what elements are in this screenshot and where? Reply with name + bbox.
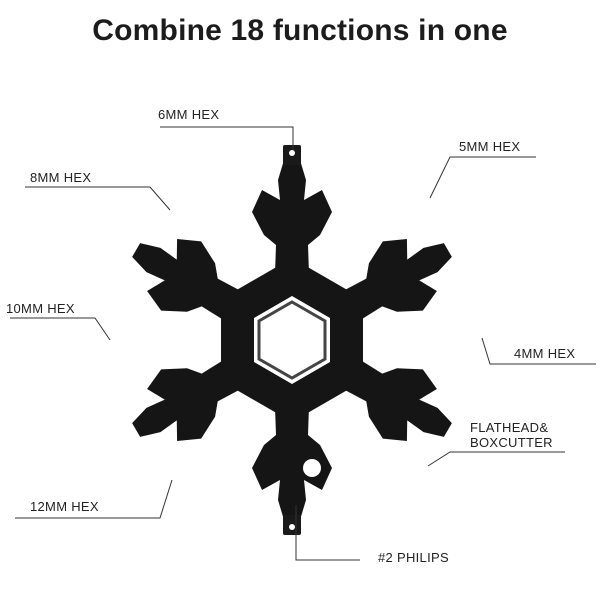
label-8mm-hex: 8MM HEX — [30, 170, 92, 185]
label-flathead-line2: BOXCUTTER — [470, 435, 553, 450]
label-5mm-hex: 5MM HEX — [459, 139, 521, 154]
label-4mm-hex: 4MM HEX — [514, 346, 576, 361]
label-flathead-line1: FLATHEAD& — [470, 420, 549, 435]
label-6mm-hex: 6MM HEX — [158, 107, 220, 122]
label-12mm-hex: 12MM HEX — [30, 499, 99, 514]
snowflake-multitool-icon — [114, 145, 485, 535]
label-flathead-boxcutter: FLATHEAD& BOXCUTTER — [470, 420, 553, 450]
page-title: Combine 18 functions in one — [92, 14, 508, 47]
leader-lines — [10, 126, 596, 561]
label-2-philips: #2 PHILIPS — [378, 550, 449, 565]
label-10mm-hex: 10MM HEX — [6, 301, 75, 316]
